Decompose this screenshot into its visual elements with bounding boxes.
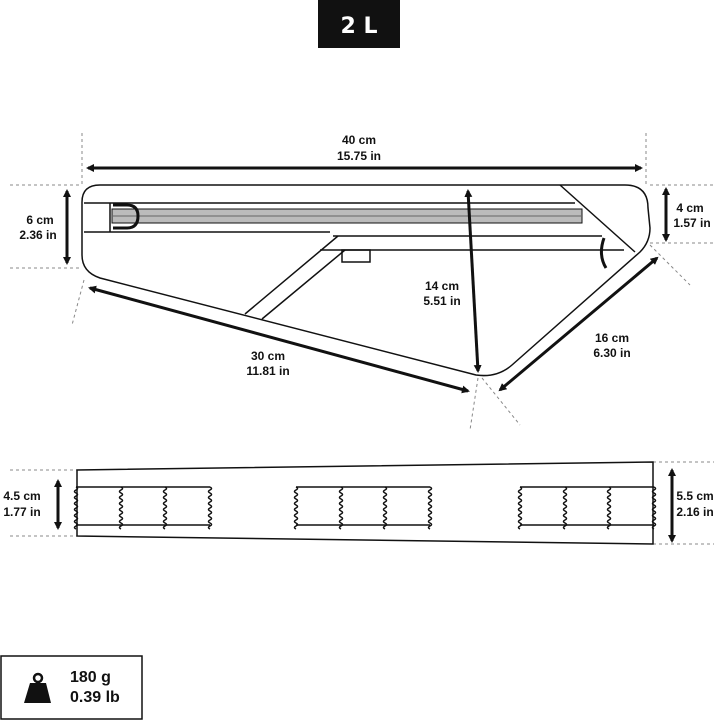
bag-top-view [81,184,651,377]
capacity-badge: 2 L [318,0,400,48]
strap-stitch [606,486,612,530]
strap-stitch [118,486,124,530]
side-right-in: 2.16 in [676,505,713,519]
side-left-cm: 4.5 cm [3,489,40,503]
weight-icon [24,672,51,703]
side-left-in: 1.77 in [3,505,40,519]
left-height-in: 2.36 in [19,228,56,242]
bottom-edge-arrow [88,285,470,394]
strap-stitch [338,486,344,530]
strap-stitch [517,486,523,530]
right-edge-cm: 16 cm [595,331,629,345]
length-in: 15.75 in [337,149,381,163]
right-height-cm: 4 cm [676,201,703,215]
zipper-pull-icon [113,203,140,230]
svg-text:2 L: 2 L [341,14,378,39]
depth-cm: 14 cm [425,279,459,293]
length-cm: 40 cm [342,133,376,147]
strap-stitch [207,486,213,530]
bottom-edge-in: 11.81 in [246,364,289,378]
strap-stitch [427,486,433,530]
strap-stitch [162,486,168,530]
right-edge-in: 6.30 in [593,346,630,360]
strap-stitch [562,486,568,530]
strap-stitch [293,486,299,530]
weight-grams: 180 g [70,669,111,686]
weight-box: 180 g 0.39 lb [0,655,143,720]
depth-in: 5.51 in [423,294,460,308]
right-edge-arrow [498,256,659,392]
strap-stitch [651,486,657,530]
right-height-in: 1.57 in [673,216,710,230]
side-right-cm: 5.5 cm [676,489,713,503]
weight-pounds: 0.39 lb [70,689,120,706]
strap-stitch [382,486,388,530]
bottom-edge-cm: 30 cm [251,349,285,363]
left-height-cm: 6 cm [26,213,53,227]
guide-lines [10,133,714,545]
strap-stitch [73,486,79,530]
bag-side-view [73,461,657,545]
depth-arrow [464,189,482,373]
